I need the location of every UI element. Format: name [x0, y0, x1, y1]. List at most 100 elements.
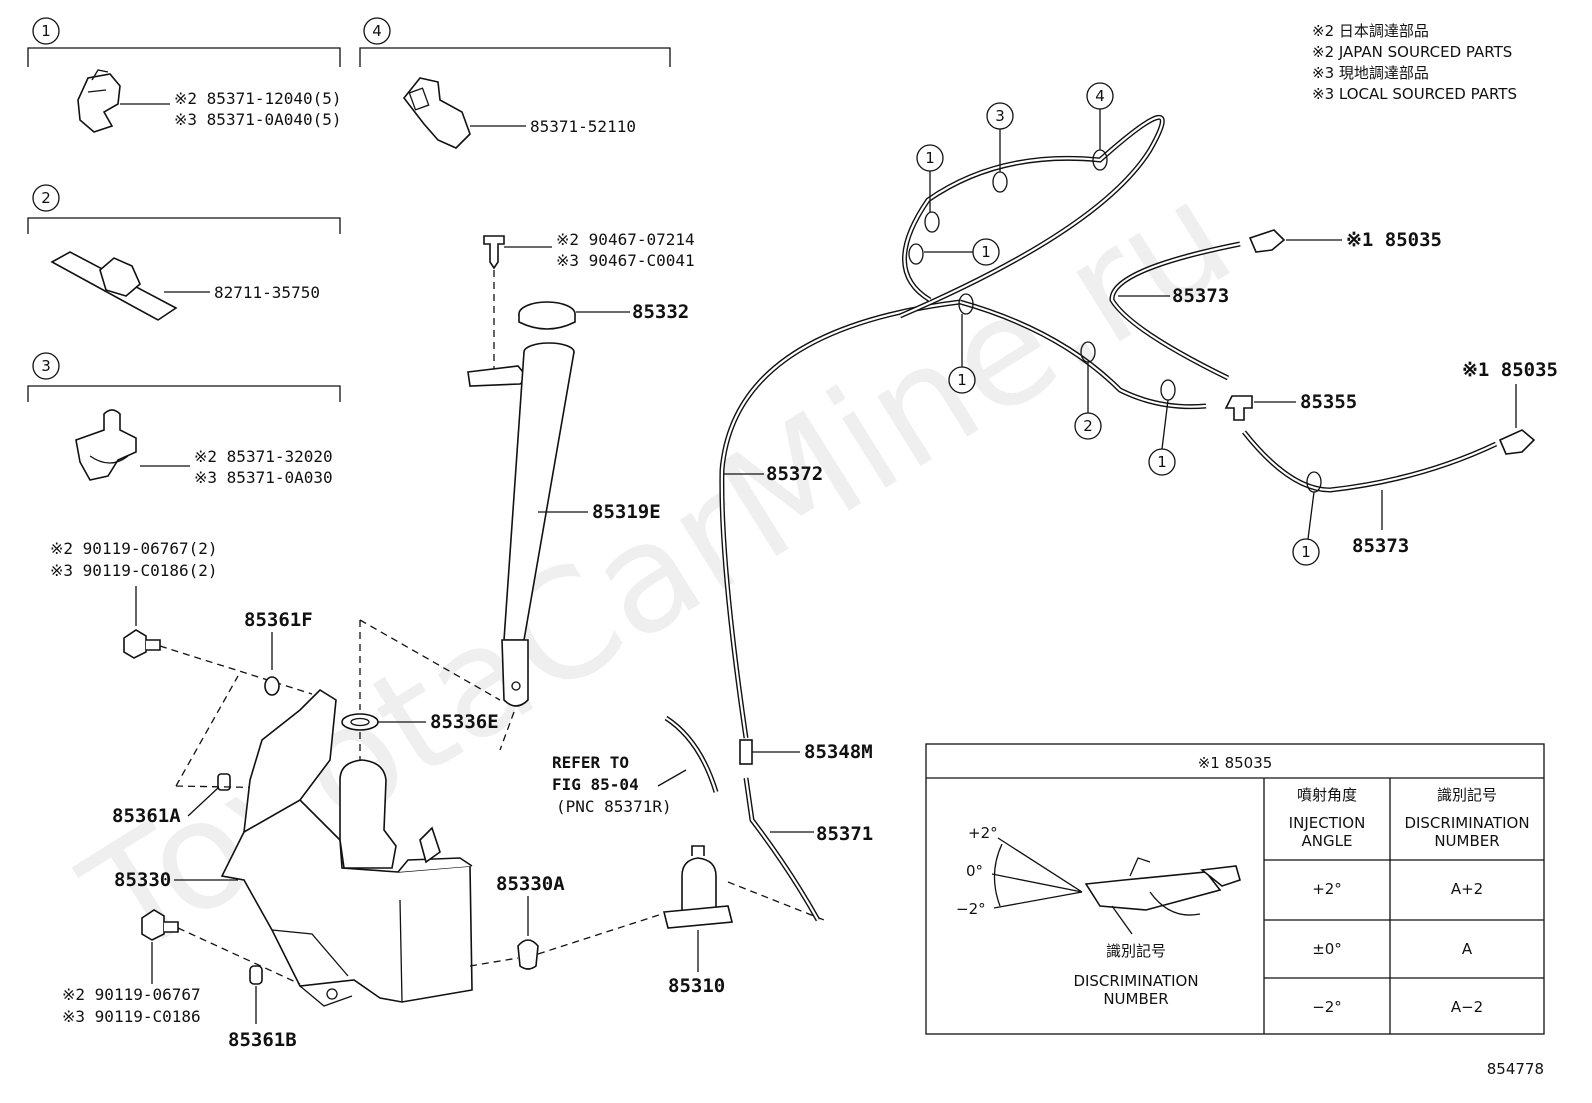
note-line: ※3 LOCAL SOURCED PARTS	[1312, 85, 1517, 103]
check-valve-85348m: 85348M	[739, 739, 873, 765]
grommet-85330a: 85330A	[469, 873, 663, 970]
refer-text: REFER TO	[552, 753, 629, 772]
group-number: 4	[372, 22, 382, 40]
svg-text:1: 1	[981, 243, 991, 261]
part-number: ※3 90467-C0041	[556, 251, 695, 270]
header-jp: 識別記号	[1437, 786, 1497, 804]
group-2-clip: 2 82711-35750	[27, 184, 341, 321]
part-number: 85372	[766, 463, 823, 485]
note-line: ※3 現地調達部品	[1312, 64, 1429, 82]
group-3-clamp: 3 ※2 85371-32020 ※3 85371-0A030	[27, 352, 341, 487]
figure-label-jp: 識別記号	[1106, 942, 1166, 960]
part-number: 85310	[668, 975, 725, 997]
table-cell-angle: −2°	[1312, 998, 1342, 1016]
clamp-marker: 4	[1086, 82, 1114, 150]
header-jp: 噴射角度	[1297, 786, 1357, 804]
tank-cap: 85332	[518, 301, 689, 330]
svg-text:1: 1	[925, 149, 935, 167]
header-en: INJECTION	[1289, 814, 1366, 832]
nozzle-2: ※1 85035	[1462, 359, 1558, 455]
part-number: ※3 85371-0A030	[194, 468, 333, 487]
part-number: 85361F	[244, 609, 313, 631]
part-number: ※1 85035	[1462, 359, 1558, 381]
nozzle-1: ※1 85035	[1248, 229, 1442, 253]
part-number: 82711-35750	[214, 283, 320, 302]
grommet-85336e: 85336E	[341, 619, 501, 760]
svg-text:1: 1	[1157, 453, 1167, 471]
cushion-85361f: 85361F	[244, 609, 313, 696]
nozzle-angle-figure: +2° 0° −2° 識別記号 DISCRIMINATION NUMBER	[956, 824, 1241, 1008]
group-number: 1	[41, 22, 51, 40]
source-notes: ※2 日本調達部品 ※2 JAPAN SOURCED PARTS ※3 現地調達…	[1312, 22, 1517, 103]
group-1-clamp: 1 ※2 85371-12040(5) ※3 85371-0A040(5)	[27, 17, 342, 133]
filler-inlet: 85319E	[467, 342, 661, 751]
svg-text:4: 4	[1095, 87, 1105, 105]
group-4-clamp: 4 85371-52110	[359, 17, 671, 149]
refer-text: (PNC 85371R)	[556, 797, 672, 816]
part-number: 85330A	[496, 873, 565, 895]
note-line: ※2 JAPAN SOURCED PARTS	[1312, 43, 1512, 61]
group-number: 2	[41, 189, 51, 207]
figure-label-en: NUMBER	[1103, 990, 1168, 1008]
svg-text:1: 1	[957, 371, 967, 389]
table-title: ※1 85035	[1198, 754, 1273, 772]
part-number: 85348M	[804, 741, 873, 763]
hoses	[664, 114, 1498, 922]
group-number-circle	[32, 17, 60, 45]
part-number: ※2 90119-06767	[62, 985, 201, 1004]
part-number: 85361A	[112, 805, 181, 827]
clamp-marker: 1	[1292, 491, 1320, 566]
group-bracket	[27, 385, 341, 402]
part-number: ※3 90119-C0186	[62, 1007, 201, 1026]
clamp-marker: 1	[1148, 399, 1176, 476]
svg-text:3: 3	[995, 107, 1005, 125]
joint-85355: 85355	[1224, 391, 1357, 421]
washer-pump: 85310	[662, 845, 825, 997]
clamp-part	[75, 409, 137, 481]
part-number: ※2 90119-06767(2)	[50, 539, 218, 558]
bolt-bottom: ※2 90119-06767 ※3 90119-C0186	[62, 909, 301, 1026]
part-number: 85373	[1352, 535, 1409, 557]
part-number: ※2 85371-12040(5)	[174, 89, 342, 108]
screw-top: ※2 90467-07214 ※3 90467-C0041	[483, 230, 695, 372]
table-cell-code: A+2	[1451, 880, 1483, 898]
part-number: ※3 85371-0A040(5)	[174, 110, 342, 129]
angle-label: 0°	[966, 862, 983, 880]
part-number: 85373	[1172, 285, 1229, 307]
header-en: NUMBER	[1434, 832, 1499, 850]
refer-text: FIG 85-04	[552, 775, 639, 794]
group-number: 3	[41, 357, 51, 375]
group-bracket	[27, 47, 341, 67]
clamp-marker: 3	[986, 102, 1014, 172]
group-number-circle	[32, 184, 60, 212]
clamp-marker: 1	[924, 238, 1000, 266]
table-cell-code: A	[1462, 940, 1473, 958]
part-number: 85336E	[430, 711, 499, 733]
group-bracket	[27, 217, 341, 234]
table-cell-angle: +2°	[1312, 880, 1342, 898]
part-number: 85332	[632, 301, 689, 323]
part-number: 85361B	[228, 1029, 297, 1051]
figure-label-en: DISCRIMINATION	[1073, 972, 1198, 990]
part-number: 85330	[114, 869, 171, 891]
clamp-marker: 1	[916, 144, 944, 212]
table-cell-angle: ±0°	[1312, 940, 1342, 958]
group-number-circle	[32, 352, 60, 380]
angle-label: +2°	[968, 824, 998, 842]
part-number: 85371-52110	[530, 117, 636, 136]
group-bracket	[359, 47, 671, 67]
washer-tank: 85330	[114, 688, 473, 1007]
part-number: ※3 90119-C0186(2)	[50, 561, 218, 580]
bolt-top: ※2 90119-06767(2) ※3 90119-C0186(2)	[50, 539, 313, 695]
svg-text:1: 1	[1301, 543, 1311, 561]
part-number: 85319E	[592, 501, 661, 523]
refer-note: REFER TO FIG 85-04 (PNC 85371R)	[552, 753, 687, 816]
clamp-markers: 1 3 4 1 1 1 2	[916, 82, 1320, 566]
part-number: 85371	[816, 823, 873, 845]
note-line: ※2 日本調達部品	[1312, 22, 1429, 40]
part-number: ※2 85371-32020	[194, 447, 333, 466]
figure-id: 854778	[1487, 1060, 1544, 1078]
clamp-marker: 1	[1295, 234, 1305, 252]
